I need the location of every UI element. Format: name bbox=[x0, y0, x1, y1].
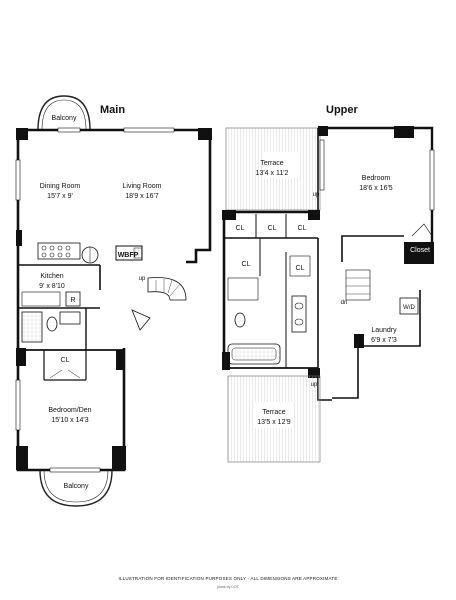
column bbox=[308, 368, 320, 378]
bathtub-inner bbox=[231, 347, 277, 361]
column bbox=[16, 128, 28, 140]
bedroom-bottom-wall bbox=[341, 235, 404, 262]
upper-cl-5: CL bbox=[296, 265, 305, 272]
column bbox=[16, 230, 22, 246]
living-room-label: Living Room bbox=[123, 183, 162, 190]
balcony-top-rail bbox=[41, 99, 87, 131]
main-window-3 bbox=[15, 159, 21, 201]
footer-credit: plans by DOT bbox=[217, 585, 239, 589]
column bbox=[198, 128, 212, 140]
stair-icon bbox=[147, 277, 187, 301]
dining-room-label: Dining Room bbox=[40, 183, 81, 190]
main-up-label: up bbox=[139, 276, 146, 282]
upper-bedroom-label: Bedroom bbox=[362, 175, 391, 182]
upper-window bbox=[429, 149, 435, 211]
upper-cl-3: CL bbox=[298, 225, 307, 232]
upper-cl-2: CL bbox=[268, 225, 277, 232]
column bbox=[222, 352, 230, 370]
main-plan: Main Balcony Dining Room 15'7 x 9 bbox=[15, 95, 212, 507]
kitchen-dim: 9' x 8'10 bbox=[39, 283, 65, 290]
sink-icon bbox=[294, 302, 304, 310]
entry-door-swing bbox=[131, 309, 151, 331]
column bbox=[318, 126, 328, 136]
laundry-dim: 6'9 x 7'3 bbox=[371, 337, 397, 344]
column bbox=[16, 348, 26, 366]
closet-door bbox=[67, 369, 81, 379]
fireplace-hearth bbox=[133, 247, 143, 259]
living-room-dim: 18'9 x 16'7 bbox=[125, 193, 159, 200]
shower-icon bbox=[21, 311, 43, 343]
laundry-label: Laundry bbox=[371, 327, 397, 334]
terrace-top-label: Terrace bbox=[260, 160, 283, 167]
double-vanity-icon bbox=[291, 295, 307, 333]
upper-plan: Upper Terrace 13'4 x 11'2 Bedroom bbox=[222, 104, 435, 463]
upper-closet-box bbox=[289, 255, 311, 277]
main-title: Main bbox=[100, 104, 125, 116]
bedroom-den-label: Bedroom/Den bbox=[48, 407, 91, 414]
column bbox=[116, 350, 124, 370]
main-window-5 bbox=[49, 467, 101, 473]
balcony-top-label: Balcony bbox=[52, 115, 77, 122]
terrace-bottom-dim: 13'5 x 12'9 bbox=[257, 419, 291, 426]
column bbox=[404, 242, 434, 264]
terrace-top-label-bg bbox=[262, 152, 298, 178]
stove-icon bbox=[37, 242, 81, 260]
column bbox=[354, 334, 364, 348]
upper-toilet-icon bbox=[234, 312, 246, 328]
closet-door bbox=[49, 369, 63, 379]
upper-title: Upper bbox=[326, 104, 359, 116]
terrace-bottom-label: Terrace bbox=[262, 409, 285, 416]
balcony-bottom-outline bbox=[39, 469, 113, 507]
upper-bedroom-wall bbox=[318, 126, 434, 264]
column bbox=[16, 446, 28, 470]
sink-icon bbox=[59, 311, 81, 325]
terrace-top-dim: 13'4 x 11'2 bbox=[256, 170, 289, 177]
kitchen-counter bbox=[21, 291, 61, 307]
sink-icon bbox=[294, 318, 304, 326]
kitchen-label: Kitchen bbox=[40, 273, 63, 280]
balcony-top-outline bbox=[37, 95, 91, 131]
toilet-icon bbox=[46, 316, 58, 332]
upper-shower-icon bbox=[227, 277, 259, 301]
washer-dryer-icon bbox=[399, 297, 419, 315]
main-wall-top-right bbox=[18, 128, 212, 264]
balcony-bottom-rail bbox=[43, 469, 109, 503]
refrigerator-icon bbox=[65, 291, 81, 307]
closet-door-swing bbox=[411, 223, 433, 237]
bathtub-icon bbox=[227, 343, 281, 365]
upper-bedroom-dim: 18'6 x 16'5 bbox=[359, 185, 393, 192]
bedroom-den-dim: 15'10 x 14'3 bbox=[51, 417, 88, 424]
upper-up-label-1: up bbox=[313, 192, 320, 198]
upper-cl-1: CL bbox=[236, 225, 245, 232]
main-window-1 bbox=[57, 127, 81, 133]
refrigerator-label: R bbox=[70, 297, 75, 304]
upper-dn-label: dn bbox=[341, 300, 348, 306]
main-window-2 bbox=[123, 127, 175, 133]
upper-stair-icon bbox=[345, 269, 371, 301]
upper-window bbox=[319, 139, 325, 191]
dining-room-dim: 15'7 x 9' bbox=[47, 193, 73, 200]
column bbox=[112, 446, 126, 470]
column bbox=[222, 210, 236, 220]
upper-cl-4: CL bbox=[242, 261, 251, 268]
wbfp-label: WBFP bbox=[118, 252, 139, 259]
balcony-bottom-label: Balcony bbox=[64, 483, 89, 490]
column bbox=[308, 210, 320, 220]
wd-label: W/D bbox=[403, 305, 415, 311]
terrace-bottom-label-bg bbox=[254, 402, 294, 428]
main-window-4 bbox=[15, 379, 21, 431]
main-closet-label: CL bbox=[61, 357, 70, 364]
upper-closet-label: Closet bbox=[410, 247, 430, 254]
column bbox=[394, 126, 414, 138]
footer-disclaimer: ILLUSTRATION FOR IDENTIFICATION PURPOSES… bbox=[118, 576, 337, 581]
